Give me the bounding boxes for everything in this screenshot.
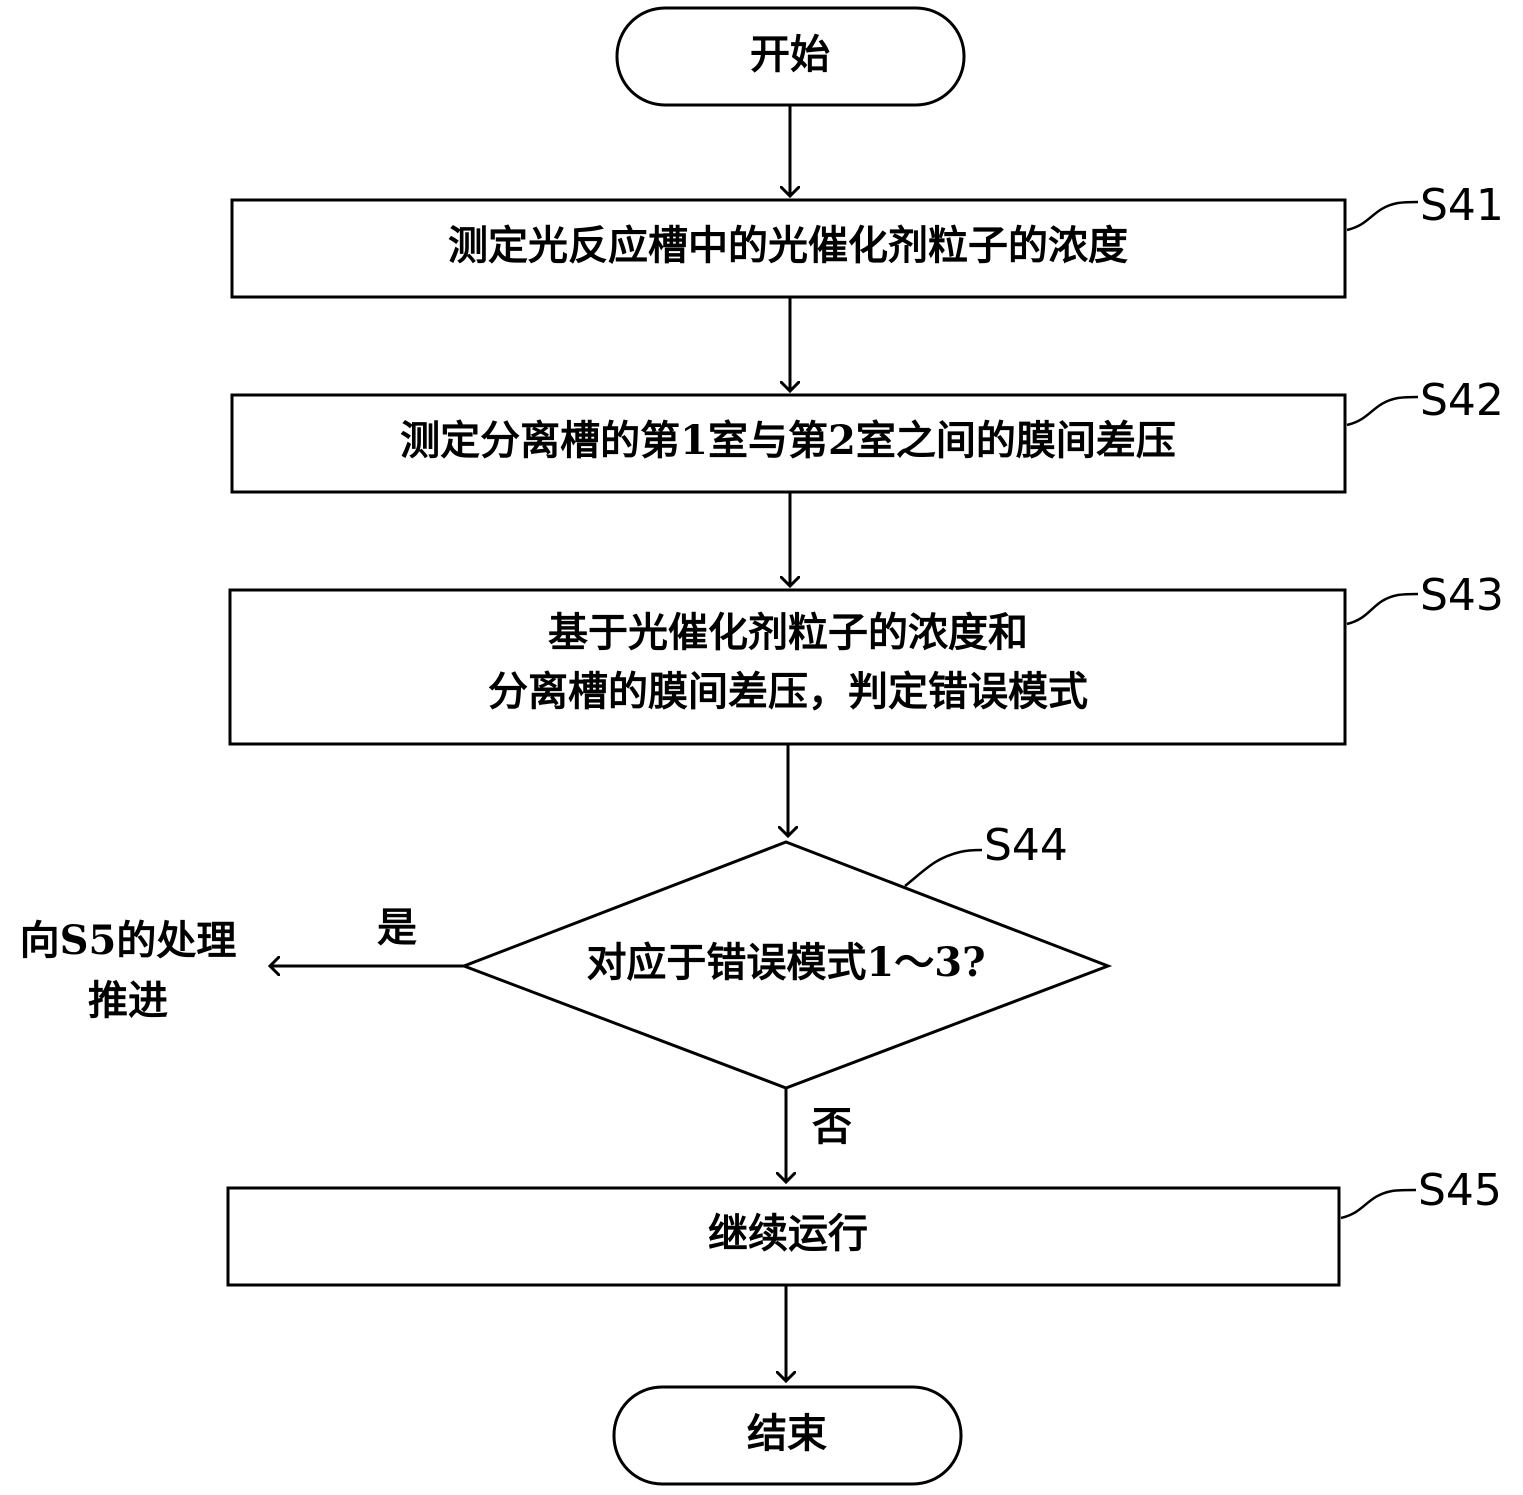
step-s41-label: S41	[1420, 180, 1504, 231]
step-s43-text-line1: 基于光催化剂粒子的浓度和	[548, 609, 1028, 656]
step-s44-text: 对应于错误模式1～3?	[586, 939, 985, 986]
step-s42-box: 测定分离槽的第1室与第2室之间的膜间差压	[230, 393, 1347, 494]
step-s45-leader	[1340, 1188, 1417, 1220]
step-s45-text: 继续运行	[708, 1210, 868, 1257]
step-s41-text: 测定光反应槽中的光催化剂粒子的浓度	[448, 222, 1128, 269]
step-s41-box: 测定光反应槽中的光催化剂粒子的浓度	[230, 198, 1347, 299]
step-s43-box: 基于光催化剂粒子的浓度和 分离槽的膜间差压，判定错误模式	[228, 588, 1347, 746]
no-label: 否	[812, 1103, 852, 1150]
step-s42-text: 测定分离槽的第1室与第2室之间的膜间差压	[400, 417, 1176, 464]
end-terminator: 结束	[612, 1385, 963, 1486]
yes-target-line2: 推进	[88, 977, 168, 1024]
start-label: 开始	[750, 31, 830, 78]
step-s42-label: S42	[1420, 375, 1504, 426]
step-s45-label: S45	[1418, 1165, 1502, 1216]
step-s43-text-line2: 分离槽的膜间差压，判定错误模式	[488, 668, 1088, 715]
step-s42-leader	[1346, 395, 1419, 427]
step-s44-leader	[904, 848, 983, 887]
step-s44-decision: 对应于错误模式1～3?	[459, 840, 1113, 1090]
yes-label: 是	[377, 904, 417, 951]
yes-target-line1: 向S5的处理	[20, 917, 237, 964]
step-s43-label: S43	[1420, 570, 1504, 621]
start-terminator: 开始	[615, 6, 966, 107]
step-s45-box: 继续运行	[226, 1186, 1341, 1287]
step-s44-label: S44	[984, 820, 1068, 871]
step-s43-leader	[1346, 592, 1419, 626]
end-label: 结束	[747, 1410, 827, 1457]
step-s41-leader	[1346, 200, 1419, 232]
